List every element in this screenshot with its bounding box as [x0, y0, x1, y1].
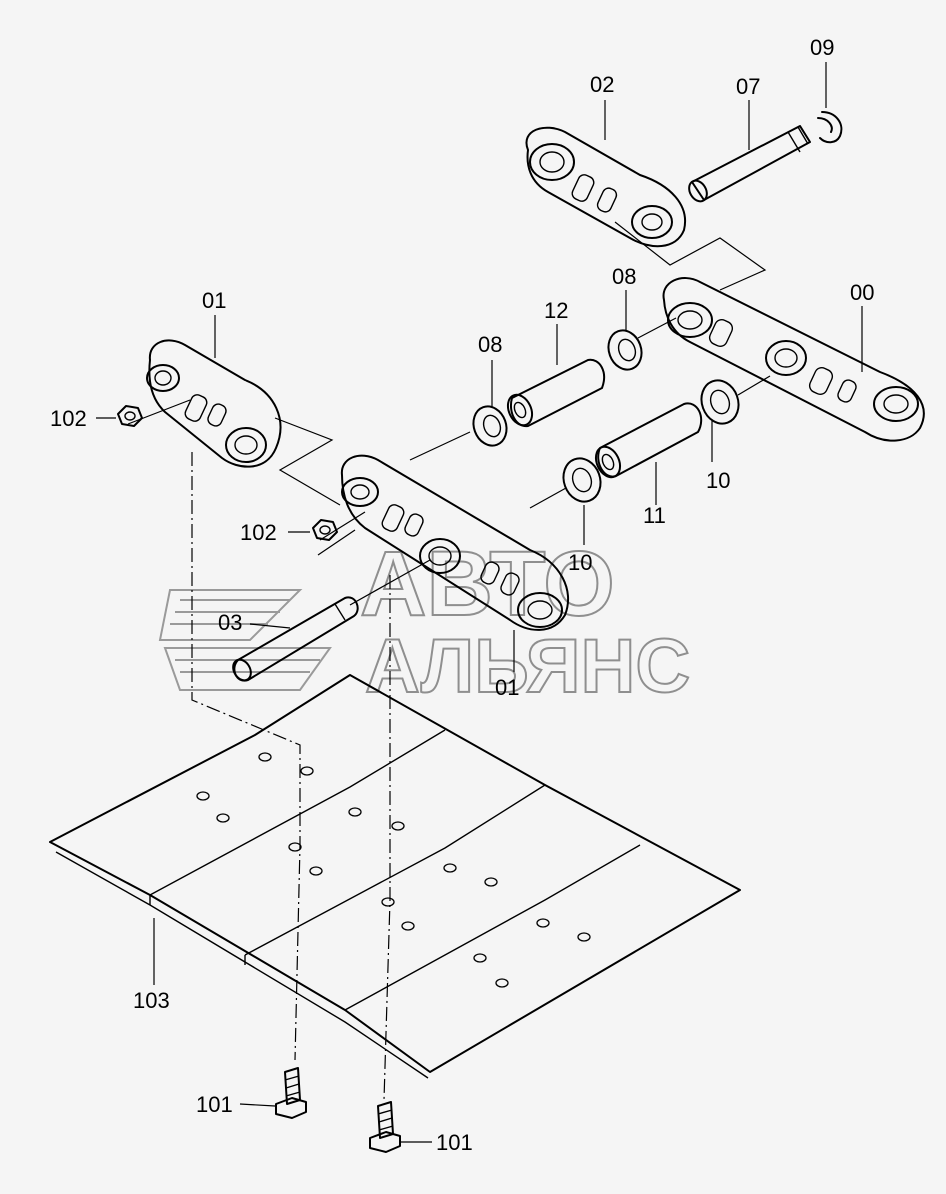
callout-02: 02: [590, 72, 614, 97]
watermark-logo-icon: [158, 589, 332, 691]
watermark-line2: АЛЬЯНС: [365, 624, 690, 709]
seal-10-right: [700, 379, 740, 425]
link-01-lower: [340, 454, 570, 631]
link-02: [525, 126, 687, 248]
callout-01-lower: 01: [495, 675, 519, 700]
callout-08-right: 08: [612, 264, 636, 289]
bushing-11: [594, 402, 703, 479]
callout-10-right: 10: [706, 468, 730, 493]
callout-101-right: 101: [436, 1130, 473, 1155]
link-01-upper: [146, 339, 282, 468]
nut-102-lower: [312, 519, 338, 541]
callout-10-left: 10: [568, 550, 592, 575]
callout-labels: 09 02 07 01 08 12 08 00 102 10 11 10 102…: [50, 35, 874, 1155]
callout-08-left: 08: [478, 332, 502, 357]
seal-10-left: [562, 457, 602, 503]
callout-101-left: 101: [196, 1092, 233, 1117]
bushing-12: [506, 358, 606, 428]
callout-102-lower: 102: [240, 520, 277, 545]
bolt-holes: [196, 752, 591, 988]
leader-lines: [96, 62, 863, 1143]
snap-ring-09: [817, 111, 843, 144]
callout-03: 03: [218, 610, 242, 635]
pin-07: [688, 125, 811, 203]
callout-07: 07: [736, 74, 760, 99]
callout-11: 11: [643, 503, 666, 528]
callout-102-upper: 102: [50, 406, 87, 431]
bolt-101-right: [369, 1101, 401, 1153]
link-00: [662, 277, 925, 442]
callout-12: 12: [544, 298, 568, 323]
track-shoe-plates: [49, 674, 741, 1079]
center-lines: [191, 452, 391, 1101]
callout-09: 09: [810, 35, 834, 60]
bolt-101-left: [275, 1067, 307, 1119]
seal-08-right: [607, 329, 643, 371]
seal-08-left: [472, 405, 508, 447]
callout-00: 00: [850, 280, 874, 305]
pin-03: [232, 596, 359, 682]
callout-01-upper: 01: [202, 288, 226, 313]
callout-103: 103: [133, 988, 170, 1013]
